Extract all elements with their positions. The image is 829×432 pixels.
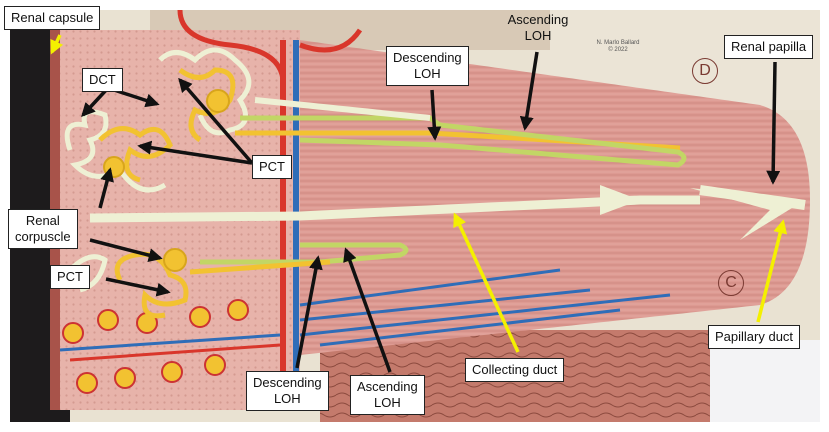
pointer-arrows [50,34,788,373]
label-ascending-loh-bottom-line1: Ascending [357,379,418,394]
arrow-pct-bottom [105,277,171,297]
vasa-recta [299,268,671,347]
label-descending-loh-bottom-line1: Descending [253,375,322,390]
pct-coils-middle [98,126,173,183]
descending-limb-upper [254,97,431,121]
arrow-papillary-duct [756,219,788,323]
arrow-descending-loh-top [427,89,442,141]
arrow-pct-middle [137,140,253,165]
label-descending-loh-top-line2: LOH [413,66,441,81]
label-pct-lower: PCT [50,265,90,289]
renal-corpuscle-top [206,89,230,113]
label-ascending-loh-top-line2: LOH [524,28,552,43]
cortical-vein [59,333,281,352]
label-renal-corpuscle-line2: corpuscle [15,229,71,244]
artery-top [177,9,286,81]
dct-coils-bottom [68,254,108,293]
collecting-duct [89,195,700,223]
renal-corpuscle-bottom [163,248,187,272]
label-pct-upper: PCT [252,155,292,179]
loop-of-henle-lower [200,242,409,265]
model-credit: N. Marlo Ballard © 2022 [588,40,648,54]
label-renal-papilla: Renal papilla [724,35,814,59]
credit-year: © 2022 [608,47,628,53]
label-descending-loh-top: Descending LOH [386,46,469,86]
label-renal-corpuscle-line1: Renal [25,213,60,228]
pct-coils-top [178,67,236,143]
arrow-dct-left [81,86,110,118]
label-ascending-loh-top-line1: Ascending [507,12,569,27]
arrow-collecting-duct [453,212,520,353]
label-ascending-loh-bottom-line2: LOH [373,395,401,410]
renal-corpuscle-middle [103,156,125,178]
pct-coils-bottom [114,251,189,319]
label-descending-loh-bottom: Descending LOH [246,371,329,411]
label-ascending-loh-top: Ascending LOH [492,12,584,44]
pct-straight-lower [189,259,331,275]
label-ascending-loh-bottom: Ascending LOH [350,375,425,415]
papillary-duct [699,185,806,210]
label-descending-loh-bottom-line2: LOH [273,391,301,406]
artery-top-right [299,28,363,53]
arrow-corpuscle-bottom [89,238,163,262]
cortical-artery [69,343,281,362]
zone-marker-c: C [718,270,744,296]
arrow-renal-papilla [766,61,781,185]
glomeruli-row [62,299,249,394]
label-collecting-duct: Collecting duct [465,358,565,382]
label-papillary-duct: Papillary duct [708,325,801,349]
loop-of-henle-upper [240,115,687,168]
label-dct: DCT [82,68,123,92]
arrow-ascending-loh-bottom [343,247,392,373]
arrow-ascending-loh-top [519,51,539,131]
credit-author: N. Marlo Ballard [596,40,640,46]
arrow-renal-capsule [50,34,64,55]
label-renal-corpuscle: Renal corpuscle [8,209,78,249]
zone-marker-d: D [692,58,718,84]
arrow-descending-loh-bottom [295,255,323,369]
arrow-corpuscle-middle [98,167,114,209]
label-descending-loh-top-line1: Descending [393,50,462,65]
arrow-pct-top [178,77,254,165]
collecting-duct-branch-1 [600,185,640,215]
label-renal-capsule: Renal capsule [4,6,101,30]
